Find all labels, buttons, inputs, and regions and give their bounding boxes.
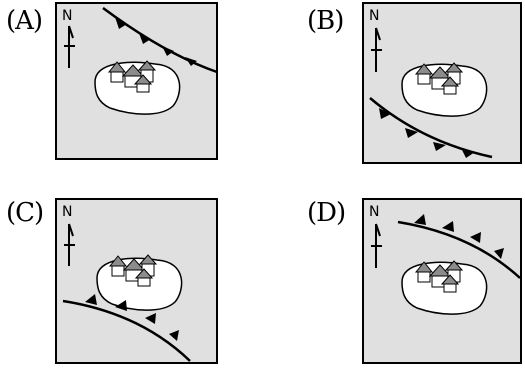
option-label-c: (C) xyxy=(6,198,44,228)
village-houses-icon xyxy=(414,62,464,95)
north-arrow-icon xyxy=(64,223,75,266)
cold-front-line xyxy=(102,6,218,74)
cold-front-line xyxy=(397,214,521,279)
option-label-b: (B) xyxy=(307,6,344,36)
cold-front-line xyxy=(62,294,191,362)
north-arrow-icon xyxy=(64,25,75,68)
north-letter: N xyxy=(62,204,72,220)
north-letter: N xyxy=(62,8,72,24)
map-panel-a[interactable]: N xyxy=(55,2,230,167)
map-frame xyxy=(362,2,522,164)
cold-front-line xyxy=(369,97,493,159)
option-label-d: (D) xyxy=(307,198,346,228)
map-panel-c[interactable]: N xyxy=(55,198,230,368)
north-letter: N xyxy=(369,204,379,220)
north-arrow-icon xyxy=(371,223,382,268)
north-arrow-icon xyxy=(371,27,382,72)
option-label-a: (A) xyxy=(6,6,43,36)
village-houses-icon xyxy=(107,60,157,93)
map-panel-d[interactable]: N xyxy=(362,198,525,368)
village-houses-icon xyxy=(414,260,464,293)
map-panel-b[interactable]: N xyxy=(362,2,525,167)
village-houses-icon xyxy=(108,254,158,287)
north-letter: N xyxy=(369,8,379,24)
